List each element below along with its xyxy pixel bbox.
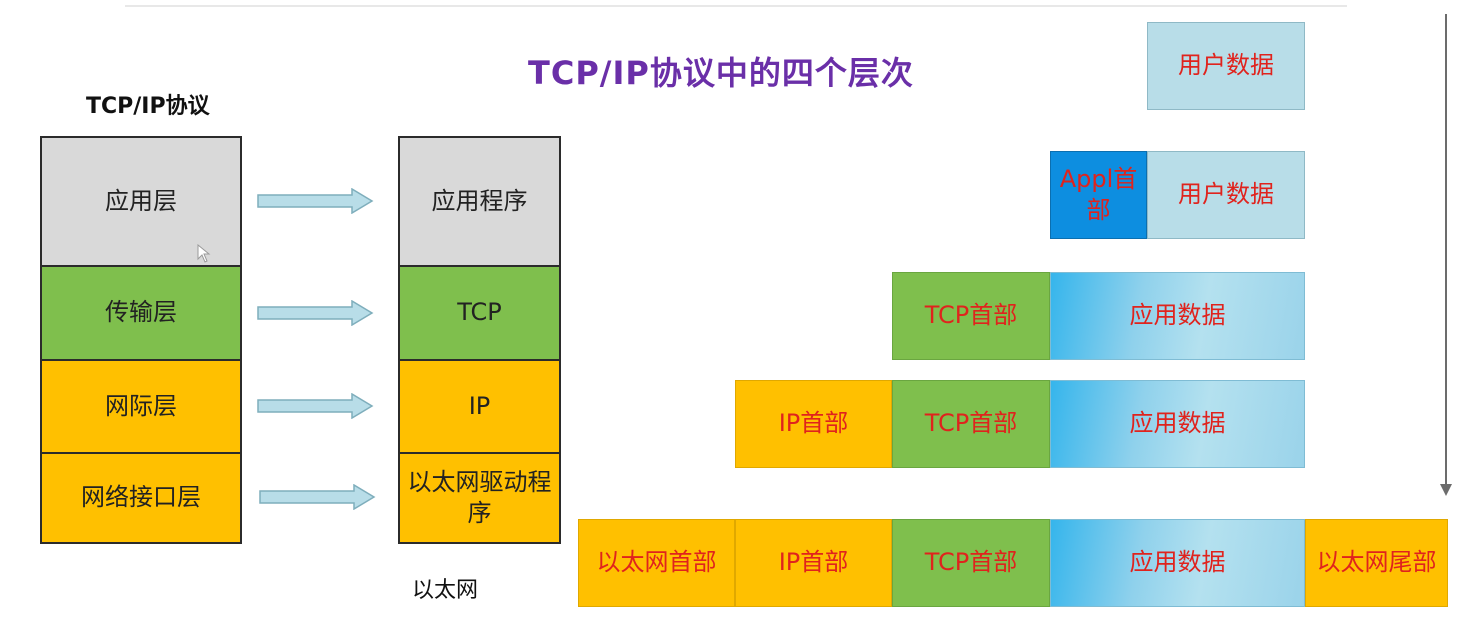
right-arrow-icon bbox=[257, 300, 374, 326]
app-data-block: 应用数据 bbox=[1050, 272, 1305, 360]
tcp-header-block: TCP首部 bbox=[892, 380, 1050, 468]
tcp-header-block: TCP首部 bbox=[892, 519, 1050, 607]
layer-internet: 网际层 bbox=[40, 359, 242, 454]
top-divider bbox=[125, 5, 1347, 7]
appl-header-block: Appl首部 bbox=[1050, 151, 1147, 239]
mouse-cursor-icon bbox=[197, 244, 211, 263]
impl-application-program: 应用程序 bbox=[398, 136, 561, 267]
impl-ip: IP bbox=[398, 359, 561, 454]
ethernet-label: 以太网 bbox=[412, 578, 479, 603]
ip-header-block: IP首部 bbox=[735, 519, 892, 607]
page-title: TCP/IP协议中的四个层次 bbox=[528, 54, 914, 92]
layer-transport: 传输层 bbox=[40, 265, 242, 361]
right-arrow-icon bbox=[259, 484, 376, 510]
ip-header-block: IP首部 bbox=[735, 380, 892, 468]
tcp-header-block: TCP首部 bbox=[892, 272, 1050, 360]
layer-application: 应用层 bbox=[40, 136, 242, 267]
layer-network-interface: 网络接口层 bbox=[40, 452, 242, 544]
app-data-block: 应用数据 bbox=[1050, 519, 1305, 607]
right-arrow-icon bbox=[257, 188, 374, 214]
impl-tcp: TCP bbox=[398, 265, 561, 361]
down-arrow-icon bbox=[1440, 484, 1452, 496]
impl-ethernet-driver: 以太网驱动程序 bbox=[398, 452, 561, 544]
ethernet-trailer-block: 以太网尾部 bbox=[1305, 519, 1448, 607]
user-data-block: 用户数据 bbox=[1147, 151, 1305, 239]
right-arrow-icon bbox=[257, 393, 374, 419]
app-data-block: 应用数据 bbox=[1050, 380, 1305, 468]
ethernet-header-block: 以太网首部 bbox=[578, 519, 735, 607]
encapsulation-direction-line bbox=[1445, 14, 1447, 488]
user-data-block: 用户数据 bbox=[1147, 22, 1305, 110]
protocol-stack-title: TCP/IP协议 bbox=[86, 94, 210, 119]
